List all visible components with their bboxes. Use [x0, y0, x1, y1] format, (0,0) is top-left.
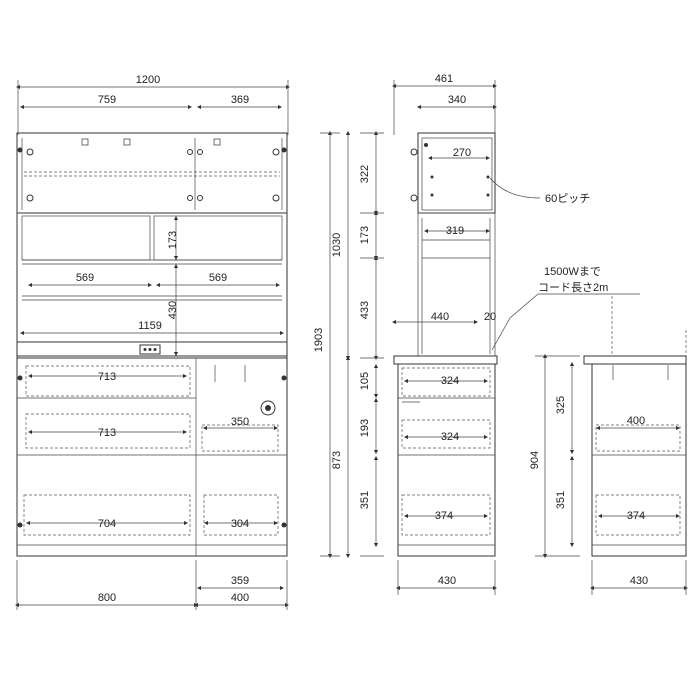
hinge-icon [187, 149, 193, 155]
pitch-note: 60ピッチ [545, 192, 590, 205]
side-right-inner-400-label: 400 [627, 415, 645, 427]
lower-right-inner-label: 359 [231, 575, 249, 587]
side-inner-270-label: 270 [453, 147, 471, 159]
side-right-inner-374-label: 374 [627, 510, 645, 522]
outlet-icon [139, 344, 161, 355]
counter-depth-label: 440 [431, 311, 449, 323]
shelf-height-label: 430 [167, 301, 179, 319]
side-depth-label: 461 [435, 73, 453, 85]
small-height-904-label: 904 [529, 451, 541, 469]
outlet-note-2: コード長さ2m [538, 281, 608, 294]
bottom-left-width-label: 704 [98, 518, 116, 530]
lower-height-label: 873 [331, 451, 343, 469]
hinge-icon [17, 147, 23, 153]
small-h351-label: 351 [555, 491, 567, 509]
h105-label: 105 [359, 372, 371, 390]
outlet-note-1: 1500Wまで [544, 265, 601, 278]
bottom-right-width-label: 304 [231, 518, 249, 530]
gap-20-label: 20 [484, 311, 496, 323]
lower-left-width-label: 800 [98, 592, 116, 604]
drawer1-width-label: 713 [98, 371, 116, 383]
front-view: 1200 759 369 569 569 [14, 74, 291, 610]
h351-label: 351 [359, 491, 371, 509]
upper-height-label: 1030 [331, 233, 343, 257]
hinge-icon [197, 149, 203, 155]
h173-label: 173 [359, 226, 371, 244]
h193-label: 193 [359, 419, 371, 437]
lower-right-width-label: 400 [231, 592, 249, 604]
hinge-icon [187, 195, 193, 201]
side-drawer-324a-label: 324 [441, 375, 459, 387]
side-right-depth-label: 430 [630, 575, 648, 587]
shelf-right-width-label: 569 [209, 272, 227, 284]
height-dimensions: 1903 1030 873 322 173 433 105 193 351 [313, 130, 384, 559]
hinge-icon [197, 195, 203, 201]
side-small-inner-374-label: 374 [435, 510, 453, 522]
drawer2-width-label: 713 [98, 427, 116, 439]
h322-label: 322 [359, 165, 371, 183]
total-height-label: 1903 [313, 328, 325, 352]
front-width-label: 1200 [136, 74, 160, 86]
drawer-right-width-label: 350 [231, 416, 249, 428]
side-inner-319-label: 319 [446, 225, 464, 237]
side-upper-depth-label: 340 [448, 94, 466, 106]
hinge-icon [281, 147, 287, 153]
h433-label: 433 [359, 301, 371, 319]
upper-left-width-label: 759 [98, 94, 116, 106]
side-lower-depth-label: 430 [438, 575, 456, 587]
power-outlet-icon [260, 400, 276, 416]
small-h325-label: 325 [555, 396, 567, 414]
upper-right-width-label: 369 [231, 94, 249, 106]
counter-inner-width-label: 1159 [138, 320, 162, 332]
side-small-view: 904 325 351 400 374 374 430 [435, 296, 689, 595]
shelf-gap-label: 173 [167, 231, 179, 249]
side-drawer-324b-label: 324 [441, 431, 459, 443]
side-view: 461 340 270 60ピッチ 319 1500Wまで コード長さ2m 44… [391, 73, 640, 595]
shelf-left-width-label: 569 [76, 272, 94, 284]
